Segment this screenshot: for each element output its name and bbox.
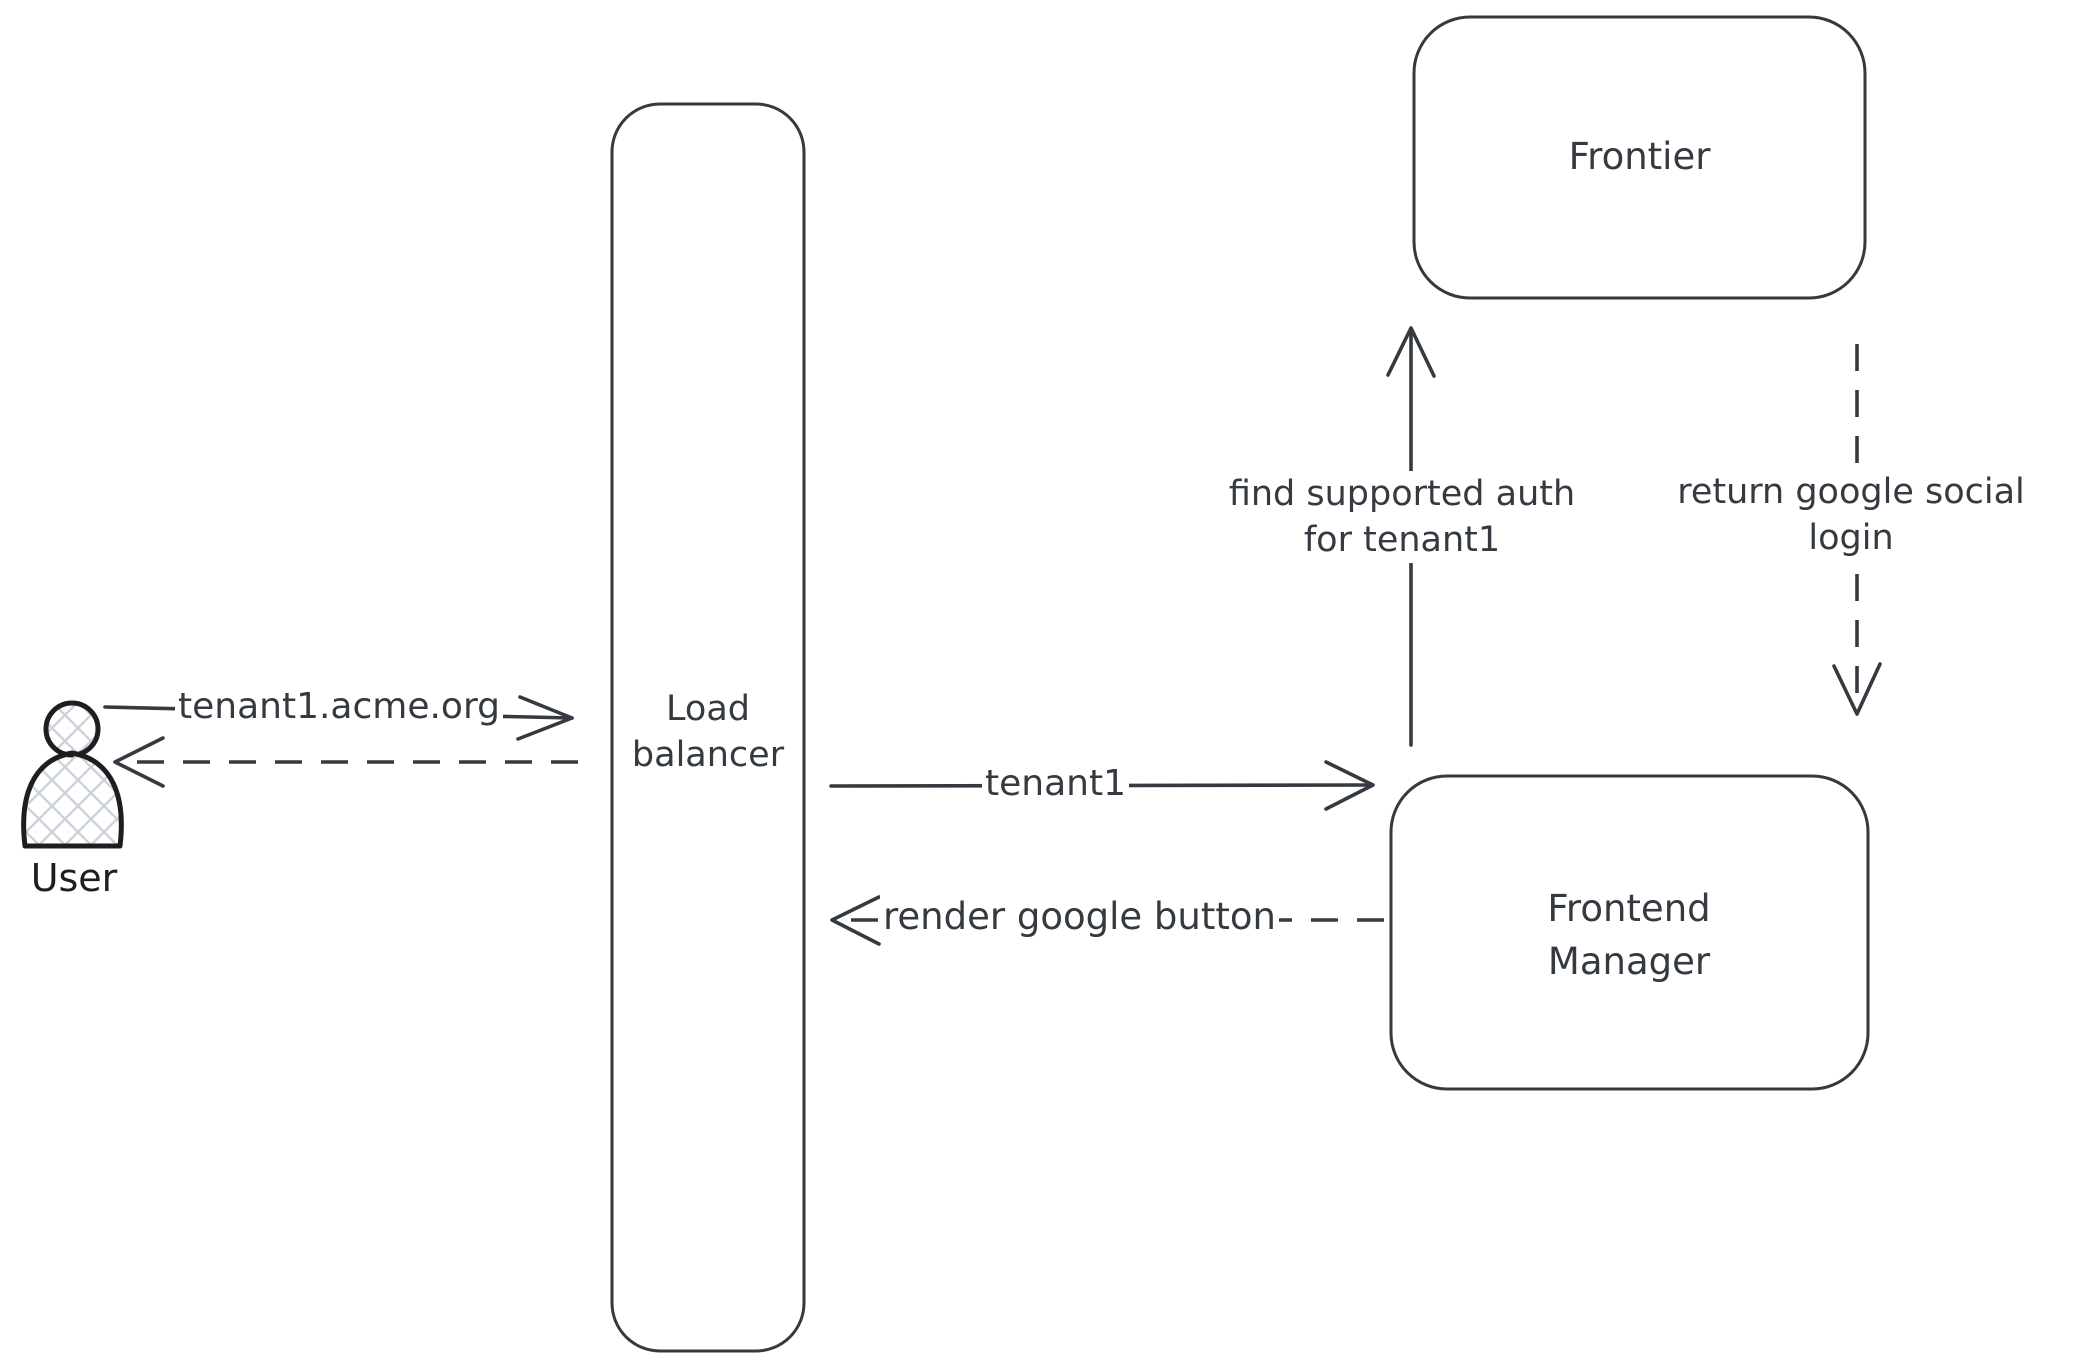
load-balancer-label: Load balancer — [631, 689, 785, 776]
edge-label-render-google-button: render google button — [880, 893, 1279, 942]
frontend-manager-label: Frontend Manager — [1547, 887, 1711, 983]
frontier-box — [1412, 15, 1867, 300]
frontend-manager-box — [1389, 774, 1870, 1091]
edge-label-request: tenant1.acme.org — [175, 683, 503, 731]
edge-label-find-supported-auth: find supported auth for tenant1 — [1206, 471, 1598, 564]
user-icon — [21, 700, 124, 849]
edge-label-tenant1: tenant1 — [982, 760, 1129, 808]
arrow-response-to-user — [113, 736, 578, 788]
user-label: User — [30, 856, 118, 900]
arrow-render-google-button — [830, 895, 1384, 946]
load-balancer-box — [610, 102, 806, 1353]
edge-label-return-google-social-login: return google social login — [1650, 469, 2052, 562]
frontier-label: Frontier — [1568, 135, 1711, 178]
